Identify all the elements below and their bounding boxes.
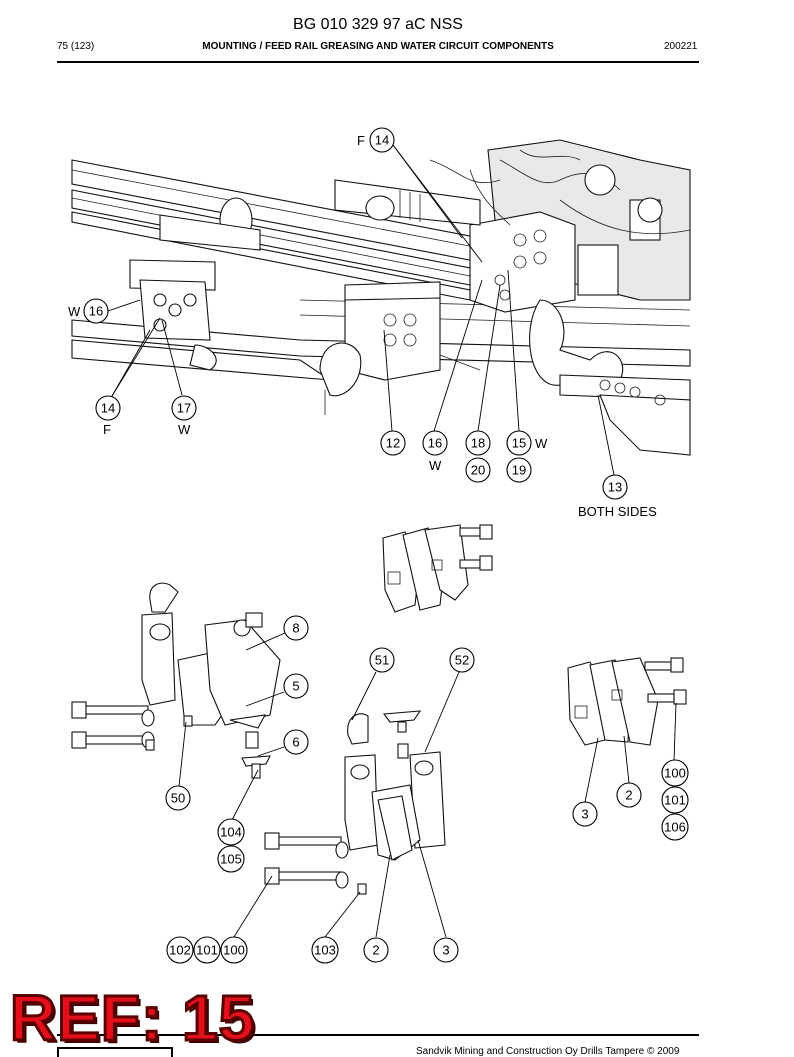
svg-text:104: 104 [220, 825, 242, 840]
svg-text:2: 2 [625, 788, 632, 803]
callout-105: 105 [217, 845, 245, 873]
callout-2-center: 2 [363, 937, 389, 963]
lower-left-mounting [71, 582, 281, 779]
callout-5: 5 [283, 673, 309, 699]
svg-text:15: 15 [512, 436, 526, 451]
callout-15: 15 [506, 430, 532, 456]
company-logo [57, 1047, 173, 1057]
svg-text:103: 103 [314, 943, 336, 958]
clamp-group-top [382, 524, 493, 613]
callout-19: 19 [506, 457, 532, 483]
callout-label: 14 [375, 133, 389, 148]
svg-text:5: 5 [292, 679, 299, 694]
callout-6: 6 [283, 729, 309, 755]
svg-text:6: 6 [292, 735, 299, 750]
leader-lines [107, 144, 677, 938]
svg-text:19: 19 [512, 463, 526, 478]
label-w-17: W [178, 422, 191, 437]
callout-18: 18 [465, 430, 491, 456]
svg-text:50: 50 [171, 791, 185, 806]
svg-text:51: 51 [375, 653, 389, 668]
lower-center-mounting [264, 710, 446, 895]
svg-text:3: 3 [581, 807, 588, 822]
callout-100-left: 100 [220, 936, 248, 964]
callout-14-left: 14 [95, 395, 121, 421]
callout-16-mid: 16 [422, 430, 448, 456]
svg-text:18: 18 [471, 436, 485, 451]
callout-102: 102 [166, 936, 194, 964]
label-w-16: W [429, 458, 442, 473]
svg-text:105: 105 [220, 852, 242, 867]
label-w: W [68, 304, 81, 319]
svg-text:2: 2 [372, 943, 379, 958]
label-both-sides: BOTH SIDES [578, 504, 657, 519]
callout-106: 106 [661, 813, 689, 841]
callout-17: 17 [171, 395, 197, 421]
svg-text:16: 16 [89, 304, 103, 319]
callout-101-right: 101 [661, 786, 689, 814]
page-number: 75 (123) [57, 41, 95, 52]
svg-text:13: 13 [608, 480, 622, 495]
svg-text:14: 14 [101, 401, 115, 416]
feed-rail-assembly [71, 139, 691, 456]
callout-13: 13 [602, 474, 628, 500]
callout-14: 14 [369, 127, 395, 153]
callout-3-right: 3 [572, 801, 598, 827]
svg-text:20: 20 [471, 463, 485, 478]
callout-8: 8 [283, 615, 309, 641]
callout-2-right: 2 [616, 782, 642, 808]
svg-text:12: 12 [386, 436, 400, 451]
document-id: BG 010 329 97 aC NSS [293, 16, 463, 33]
svg-text:52: 52 [455, 653, 469, 668]
reference-stamp: REF: 15 [8, 982, 256, 1054]
svg-text:106: 106 [664, 820, 686, 835]
section-title: MOUNTING / FEED RAIL GREASING AND WATER … [202, 41, 554, 52]
callout-20: 20 [465, 457, 491, 483]
callout-52: 52 [449, 647, 475, 673]
svg-text:101: 101 [196, 943, 218, 958]
svg-text:102: 102 [169, 943, 191, 958]
svg-text:16: 16 [428, 436, 442, 451]
header-divider [57, 61, 699, 63]
callout-51: 51 [369, 647, 395, 673]
label-f: F [357, 133, 365, 148]
callout-101-left: 101 [193, 936, 221, 964]
document-date: 200221 [664, 41, 698, 52]
footer-copyright: Sandvik Mining and Construction Oy Drill… [416, 1046, 680, 1057]
svg-text:100: 100 [223, 943, 245, 958]
callout-100-right: 100 [661, 759, 689, 787]
svg-text:101: 101 [664, 793, 686, 808]
label-w-15: W [535, 436, 548, 451]
svg-text:100: 100 [664, 766, 686, 781]
clamp-group-right [567, 657, 687, 746]
callout-3-center: 3 [433, 937, 459, 963]
svg-text:3: 3 [442, 943, 449, 958]
callout-104: 104 [217, 818, 245, 846]
label-f-left: F [103, 422, 111, 437]
callout-50: 50 [165, 785, 191, 811]
footer-divider [57, 1034, 699, 1036]
callout-12: 12 [380, 430, 406, 456]
svg-text:17: 17 [177, 401, 191, 416]
callout-16-w: 16 [83, 298, 109, 324]
callout-103: 103 [311, 936, 339, 964]
svg-text:8: 8 [292, 621, 299, 636]
